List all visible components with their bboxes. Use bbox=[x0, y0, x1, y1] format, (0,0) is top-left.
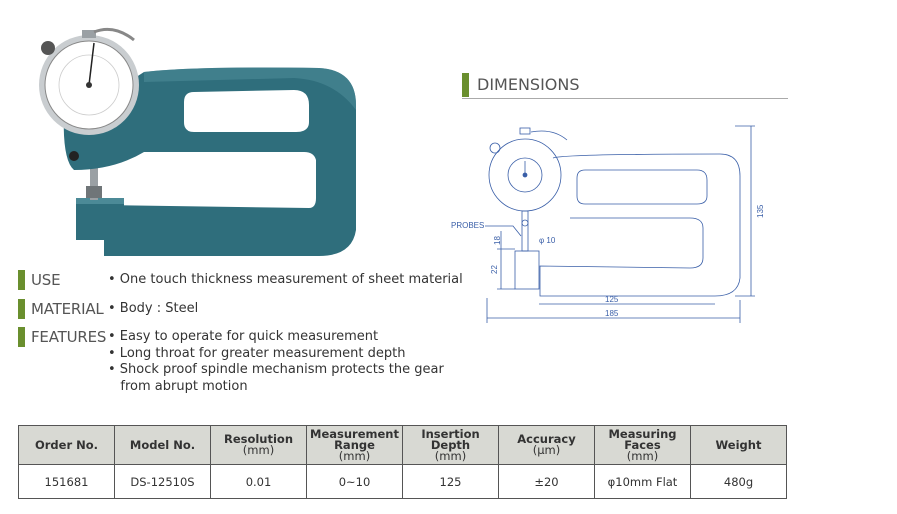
section-marker bbox=[18, 270, 25, 290]
label-22: 22 bbox=[490, 265, 499, 274]
features-line: • Easy to operate for quick measurement bbox=[108, 329, 379, 344]
product-photo bbox=[39, 27, 356, 256]
dimensions-heading: DIMENSIONS bbox=[462, 73, 788, 99]
col-header: Weight bbox=[690, 425, 787, 465]
dimensions-title: DIMENSIONS bbox=[477, 75, 580, 94]
col-header: Model No. bbox=[114, 425, 211, 465]
section-text: • One touch thickness measurement of she… bbox=[108, 272, 463, 289]
table-cell: DS-12510S bbox=[114, 464, 211, 499]
label-probes: PROBES bbox=[451, 221, 484, 230]
col-header: Order No. bbox=[18, 425, 115, 465]
table-cell: 480g bbox=[690, 464, 787, 499]
divider bbox=[462, 98, 788, 99]
table-cell: 0~10 bbox=[306, 464, 403, 499]
section-label: MATERIAL bbox=[31, 300, 104, 318]
section-features: FEATURES • Easy to operate for quick mea… bbox=[18, 327, 444, 395]
section-marker bbox=[18, 327, 25, 347]
label-18: 18 bbox=[493, 236, 502, 245]
section-text: • Body : Steel bbox=[108, 301, 198, 318]
section-label: USE bbox=[31, 271, 61, 289]
col-header: Measurement Range(mm) bbox=[306, 425, 403, 465]
col-header: Insertion Depth(mm) bbox=[402, 425, 499, 465]
table-cell: 151681 bbox=[18, 464, 115, 499]
section-text: • Easy to operate for quick measurement … bbox=[108, 329, 444, 395]
section-marker bbox=[462, 73, 469, 97]
label-135: 135 bbox=[756, 204, 765, 218]
table-cell: 0.01 bbox=[210, 464, 307, 499]
section-label: FEATURES bbox=[31, 328, 107, 346]
features-line: from abrupt motion bbox=[108, 378, 248, 394]
col-header: Measuring Faces(mm) bbox=[594, 425, 691, 465]
label-125: 125 bbox=[605, 295, 619, 304]
use-line: • One touch thickness measurement of she… bbox=[108, 272, 463, 287]
table-header-row: Order No. Model No. Resolution(mm) Measu… bbox=[18, 425, 787, 465]
col-header: Resolution(mm) bbox=[210, 425, 307, 465]
col-header: Accuracy(μm) bbox=[498, 425, 595, 465]
spec-table: Order No. Model No. Resolution(mm) Measu… bbox=[18, 425, 787, 499]
table-row: 151681 DS-12510S 0.01 0~10 125 ±20 φ10mm… bbox=[18, 464, 787, 499]
material-line: • Body : Steel bbox=[108, 301, 199, 316]
section-marker bbox=[18, 299, 25, 319]
section-use: USE • One touch thickness measurement of… bbox=[18, 270, 463, 290]
features-line: • Long throat for greater measurement de… bbox=[108, 345, 406, 361]
label-phi10: φ 10 bbox=[539, 236, 556, 245]
table-cell: ±20 bbox=[498, 464, 595, 499]
table-cell: φ10mm Flat bbox=[594, 464, 691, 499]
features-line: • Shock proof spindle mechanism protects… bbox=[108, 362, 444, 377]
dimension-drawing: PROBES φ 10 18 22 125 185 135 bbox=[451, 125, 765, 323]
label-185: 185 bbox=[605, 309, 619, 318]
table-cell: 125 bbox=[402, 464, 499, 499]
section-material: MATERIAL • Body : Steel bbox=[18, 299, 198, 319]
